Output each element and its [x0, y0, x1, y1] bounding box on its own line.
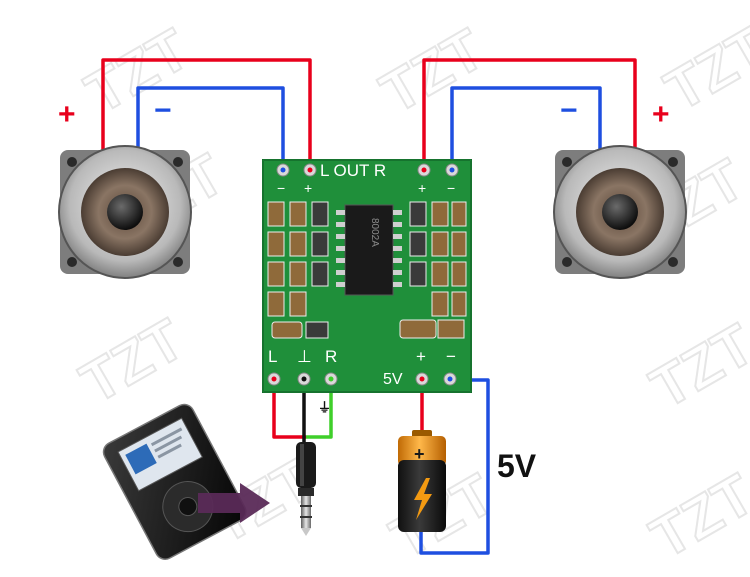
wire-left-speaker-positive: [101, 58, 312, 170]
chip-marking: 8002A: [369, 218, 380, 247]
input-label-ground: ⊥: [297, 347, 312, 366]
watermark: TZT: [370, 17, 495, 126]
battery: +: [398, 430, 446, 532]
left-speaker: [58, 145, 192, 279]
left-speaker-minus-label: −: [154, 94, 172, 127]
wire-right-speaker-negative: [450, 86, 602, 170]
screw-icon: [668, 257, 678, 267]
component-group-left: [267, 201, 329, 317]
watermark: TZT: [640, 462, 750, 571]
watermark: TZT: [70, 307, 195, 416]
screw-icon: [173, 257, 183, 267]
input-label-right: R: [325, 347, 337, 366]
amplifier-chip: 8002A: [336, 204, 402, 296]
speaker-dust-cap: [602, 194, 638, 230]
power-label-voltage: 5V: [383, 371, 403, 388]
pad-label-right-minus: −: [447, 180, 455, 196]
left-speaker-plus-label: +: [58, 98, 76, 131]
plug-housing: [296, 442, 316, 488]
component-group-right: [409, 201, 467, 317]
board-output-label: L OUT R: [320, 161, 386, 180]
power-label-minus: −: [446, 347, 456, 366]
pad-label-right-plus: +: [418, 180, 426, 196]
supply-voltage-label: 5V: [497, 448, 537, 484]
screw-icon: [173, 157, 183, 167]
screw-icon: [562, 257, 572, 267]
watermark: TZT: [640, 312, 750, 421]
right-speaker: [553, 145, 687, 279]
ground-symbol: ⏚: [318, 400, 331, 415]
wires: [101, 58, 637, 555]
right-speaker-minus-label: −: [560, 94, 578, 127]
lightning-icon: [414, 478, 432, 520]
wire-input-left: [272, 380, 306, 439]
screw-icon: [67, 257, 77, 267]
amplifier-board: L OUT R − + + − 8002A: [262, 159, 472, 393]
plug-tip: [301, 496, 311, 528]
arrow-right-icon: [198, 483, 270, 523]
wire-input-right: [306, 380, 333, 439]
audio-jack-plug: [296, 442, 316, 536]
power-label-plus: +: [416, 347, 426, 366]
speaker-dust-cap: [107, 194, 143, 230]
chip-body: [344, 204, 394, 296]
wire-left-speaker-negative: [136, 86, 285, 170]
battery-top: [398, 436, 446, 466]
battery-plus-label: +: [414, 444, 425, 464]
input-label-left: L: [268, 347, 277, 366]
pad-label-left-plus: +: [304, 180, 312, 196]
wire-right-speaker-positive: [422, 58, 637, 170]
right-speaker-plus-label: +: [652, 98, 670, 131]
screw-icon: [668, 157, 678, 167]
wire-power-negative: [419, 378, 490, 555]
pad-label-left-minus: −: [277, 180, 285, 196]
screw-icon: [562, 157, 572, 167]
music-player: [102, 403, 247, 560]
screw-icon: [67, 157, 77, 167]
